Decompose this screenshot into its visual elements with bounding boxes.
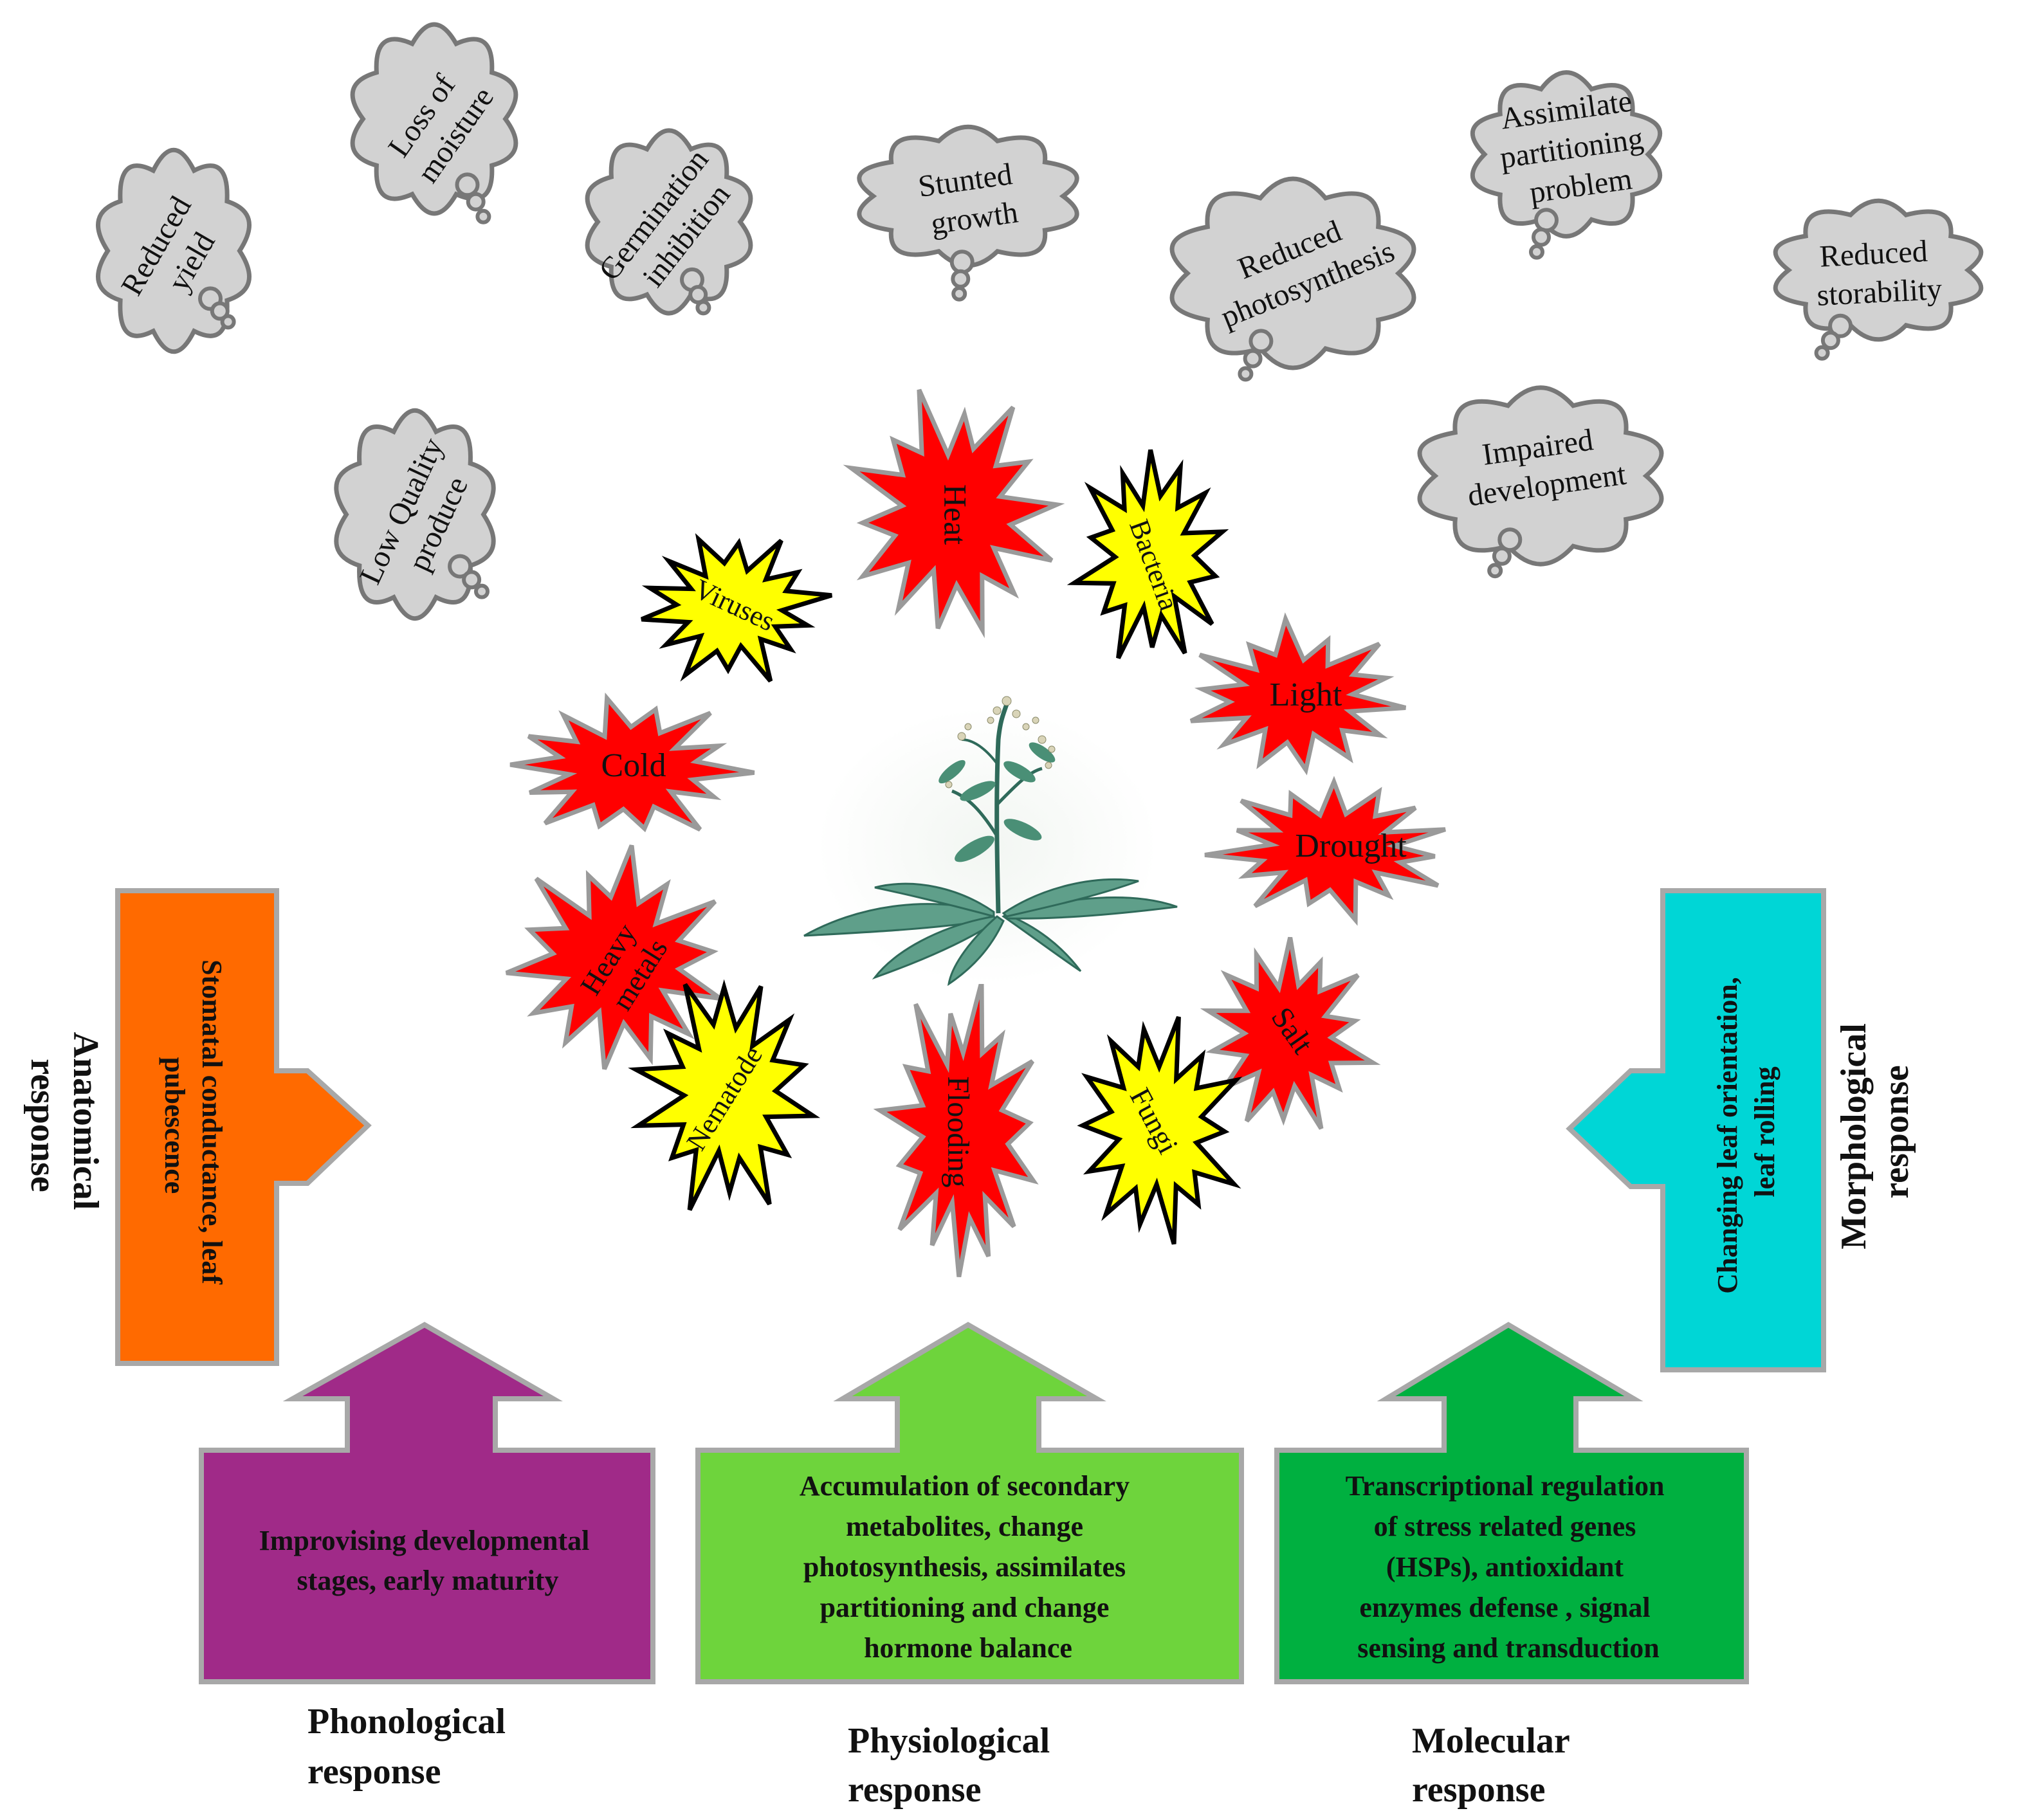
stress-label: Light	[1270, 677, 1342, 713]
stress-fungi: Fungi	[1077, 1016, 1243, 1245]
thought-bubble-dot	[951, 269, 971, 289]
biotic-stress-star	[641, 533, 833, 683]
stress-bacteria: Bacteria	[1066, 449, 1229, 659]
thought-bubble-dot	[1238, 366, 1254, 382]
stress-heat: Heat	[843, 388, 1065, 639]
stress-heavy-metals: Heavy metals	[505, 844, 722, 1070]
abiotic-stress-star	[873, 981, 1039, 1278]
phonological-response-text: Improvising developmental stages, early …	[259, 1525, 597, 1596]
stress-label: Cold	[601, 747, 666, 784]
stress-starbursts: Heat Viruses Bacteria Light Cold Drought…	[505, 388, 1446, 1278]
stress-viruses: Viruses	[641, 533, 833, 683]
cloud-reduced-photosynthesis: Reduced photosynthesis	[1169, 176, 1416, 382]
thought-cloud-shape	[1470, 70, 1663, 239]
plant-leaves	[938, 742, 1056, 862]
stress-light: Light	[1189, 612, 1407, 776]
plant-rosette	[803, 878, 1178, 987]
thought-bubble-dot	[462, 570, 482, 590]
morphological-response-box: Changing leaf orientation, leaf rolling	[1566, 888, 1826, 1372]
thought-bubble-dot	[1243, 349, 1263, 369]
cloud-reduced-storability: Reduced storability	[1773, 198, 1984, 361]
cloud-assimilate-partitioning: Assimilate partitioning problem	[1470, 70, 1663, 260]
plant-stem	[951, 703, 1043, 914]
phonological-response-box: Improvising developmental stages, early …	[199, 1322, 655, 1684]
thought-bubble-dot	[1828, 313, 1853, 338]
thought-bubble-dot	[1492, 546, 1512, 566]
thought-bubble-dot	[951, 286, 967, 302]
thought-bubble-dot	[220, 314, 236, 330]
stress-cold: Cold	[509, 692, 755, 833]
cloud-loss-of-moisture: Loss of moisture	[350, 22, 518, 224]
physiological-response-text: Accumulation of secondary metabolites, c…	[800, 1470, 1137, 1664]
thought-bubble-dot	[448, 554, 473, 579]
abiotic-stress-star	[843, 388, 1065, 639]
abiotic-stress-star	[1200, 936, 1381, 1130]
morphological-response-text: Changing leaf orientation, leaf rolling	[1712, 970, 1780, 1294]
thought-bubble-dot	[695, 300, 711, 316]
cloud-text: Reduced storability	[1814, 233, 1943, 313]
biotic-stress-star	[1066, 449, 1229, 659]
thought-cloud-shape	[1169, 176, 1416, 370]
stress-drought: Drought	[1204, 776, 1446, 926]
abiotic-stress-star	[1204, 776, 1446, 926]
abiotic-stress-star	[1189, 612, 1407, 776]
phonological-response-label: Phonological response	[307, 1702, 515, 1792]
plant-flowers	[945, 696, 1056, 788]
physiological-response-box: Accumulation of secondary metabolites, c…	[695, 1322, 1244, 1684]
abiotic-stress-star	[509, 692, 755, 833]
thought-bubble-dot	[1532, 227, 1551, 247]
molecular-response-label: Molecular response	[1412, 1721, 1579, 1810]
morphological-response-label: Morphological response	[1834, 1014, 1916, 1250]
thought-bubble-dot	[455, 172, 480, 197]
stress-nematode: Nematode	[628, 979, 821, 1211]
thought-cloud-shape	[857, 124, 1079, 268]
cloud-stunted-growth: Stunted growth	[857, 124, 1079, 302]
thought-bubble-dot	[1820, 331, 1840, 350]
stress-flooding: Flooding	[873, 981, 1039, 1278]
thought-bubble-dot	[1497, 527, 1523, 552]
thought-bubble-dot	[949, 250, 975, 275]
biotic-stress-star	[1077, 1016, 1243, 1245]
plant-illustration	[803, 696, 1178, 987]
thought-cloud-shape	[585, 128, 753, 316]
stress-label: Drought	[1295, 828, 1407, 864]
thought-bubble-dot	[1487, 563, 1503, 579]
stress-salt: Salt	[1200, 936, 1381, 1130]
thought-bubble-dot	[1534, 208, 1559, 233]
thought-bubble-dot	[474, 583, 490, 599]
thought-bubble-dot	[1529, 244, 1544, 260]
thought-bubble-dot	[1814, 345, 1830, 361]
cloud-low-quality-produce: Low Quality produce	[334, 408, 496, 621]
anatomical-response-label: Anatomical response	[23, 1032, 105, 1219]
thought-bubble-dot	[466, 192, 486, 212]
consequence-clouds: Reduced yield Loss of moisture Germinati…	[96, 22, 1984, 621]
abiotic-stress-star	[505, 844, 722, 1070]
thought-bubble-dot	[1249, 329, 1274, 354]
biotic-stress-star	[628, 979, 821, 1211]
cloud-reduced-yield: Reduced yield	[96, 147, 252, 354]
cloud-germination-inhibition: Germination inhibition	[585, 128, 753, 316]
cloud-impaired-development: Impaired development	[1417, 385, 1664, 579]
anatomical-response-text: Stomatal conductance, leaf pubescence	[159, 960, 228, 1291]
thought-cloud-shape	[1417, 385, 1664, 567]
molecular-response-box: Transcriptional regulation of stress rel…	[1274, 1322, 1749, 1684]
molecular-response-text: Transcriptional regulation of stress rel…	[1346, 1470, 1672, 1664]
thought-bubble-dot	[210, 301, 230, 321]
thought-cloud-shape	[1773, 198, 1984, 342]
stress-label: Heat	[938, 484, 974, 545]
thought-bubble-dot	[475, 208, 491, 224]
physiological-response-label: Physiological response	[848, 1721, 1059, 1810]
stress-label: Flooding	[941, 1076, 975, 1187]
anatomical-response-box: Stomatal conductance, leaf pubescence	[115, 888, 372, 1366]
